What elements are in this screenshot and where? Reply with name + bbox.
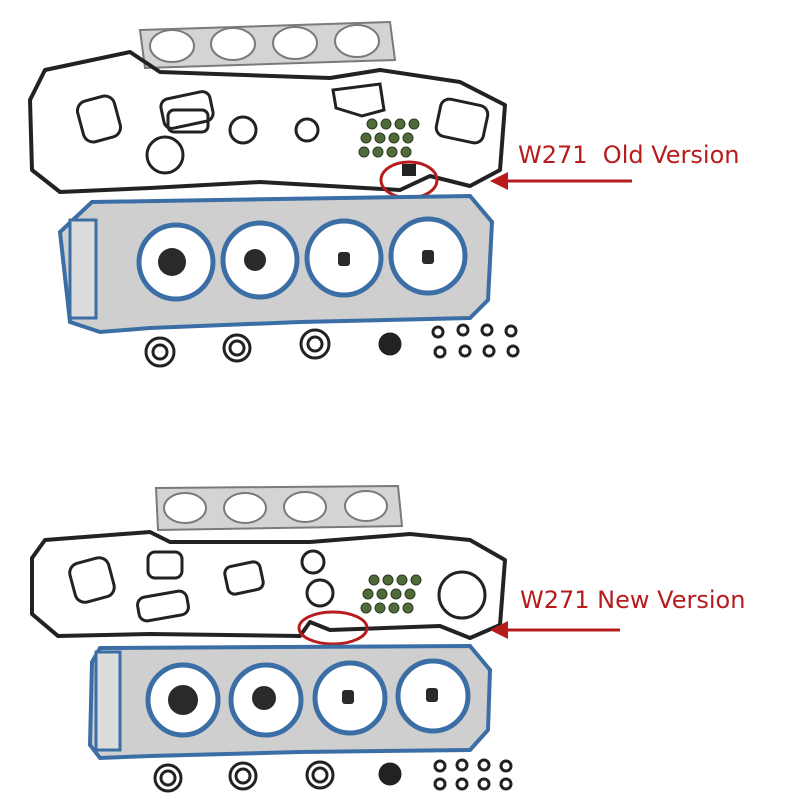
inner-rubber-gaskets bbox=[68, 549, 487, 623]
annotation-label-new: W271 New Version bbox=[520, 586, 746, 614]
cylinder-head-gasket bbox=[57, 193, 495, 335]
valve-stem-seals bbox=[358, 118, 420, 158]
annotation-label-old: W271 Old Version bbox=[518, 141, 740, 169]
old-version-panel: W271 Old Version bbox=[28, 20, 740, 368]
gasket-kit-photo-new bbox=[30, 484, 620, 793]
valve-stem-seals bbox=[360, 574, 422, 614]
cylinder-head-gasket bbox=[87, 643, 493, 761]
o-rings bbox=[144, 323, 520, 368]
gasket-tab-old bbox=[402, 164, 416, 176]
arrow-pointer bbox=[490, 172, 632, 190]
gasket-kit-photo-old bbox=[28, 20, 632, 368]
valve-cover-gasket bbox=[28, 50, 507, 194]
exhaust-manifold-gasket bbox=[154, 484, 404, 532]
exhaust-manifold-gasket bbox=[138, 20, 397, 70]
inner-rubber-gaskets bbox=[75, 82, 490, 175]
highlight-circle bbox=[297, 610, 369, 646]
arrow-pointer bbox=[490, 621, 620, 639]
new-version-panel: W271 New Version bbox=[0, 400, 800, 800]
o-rings bbox=[153, 758, 513, 793]
valve-cover-gasket bbox=[30, 530, 507, 640]
